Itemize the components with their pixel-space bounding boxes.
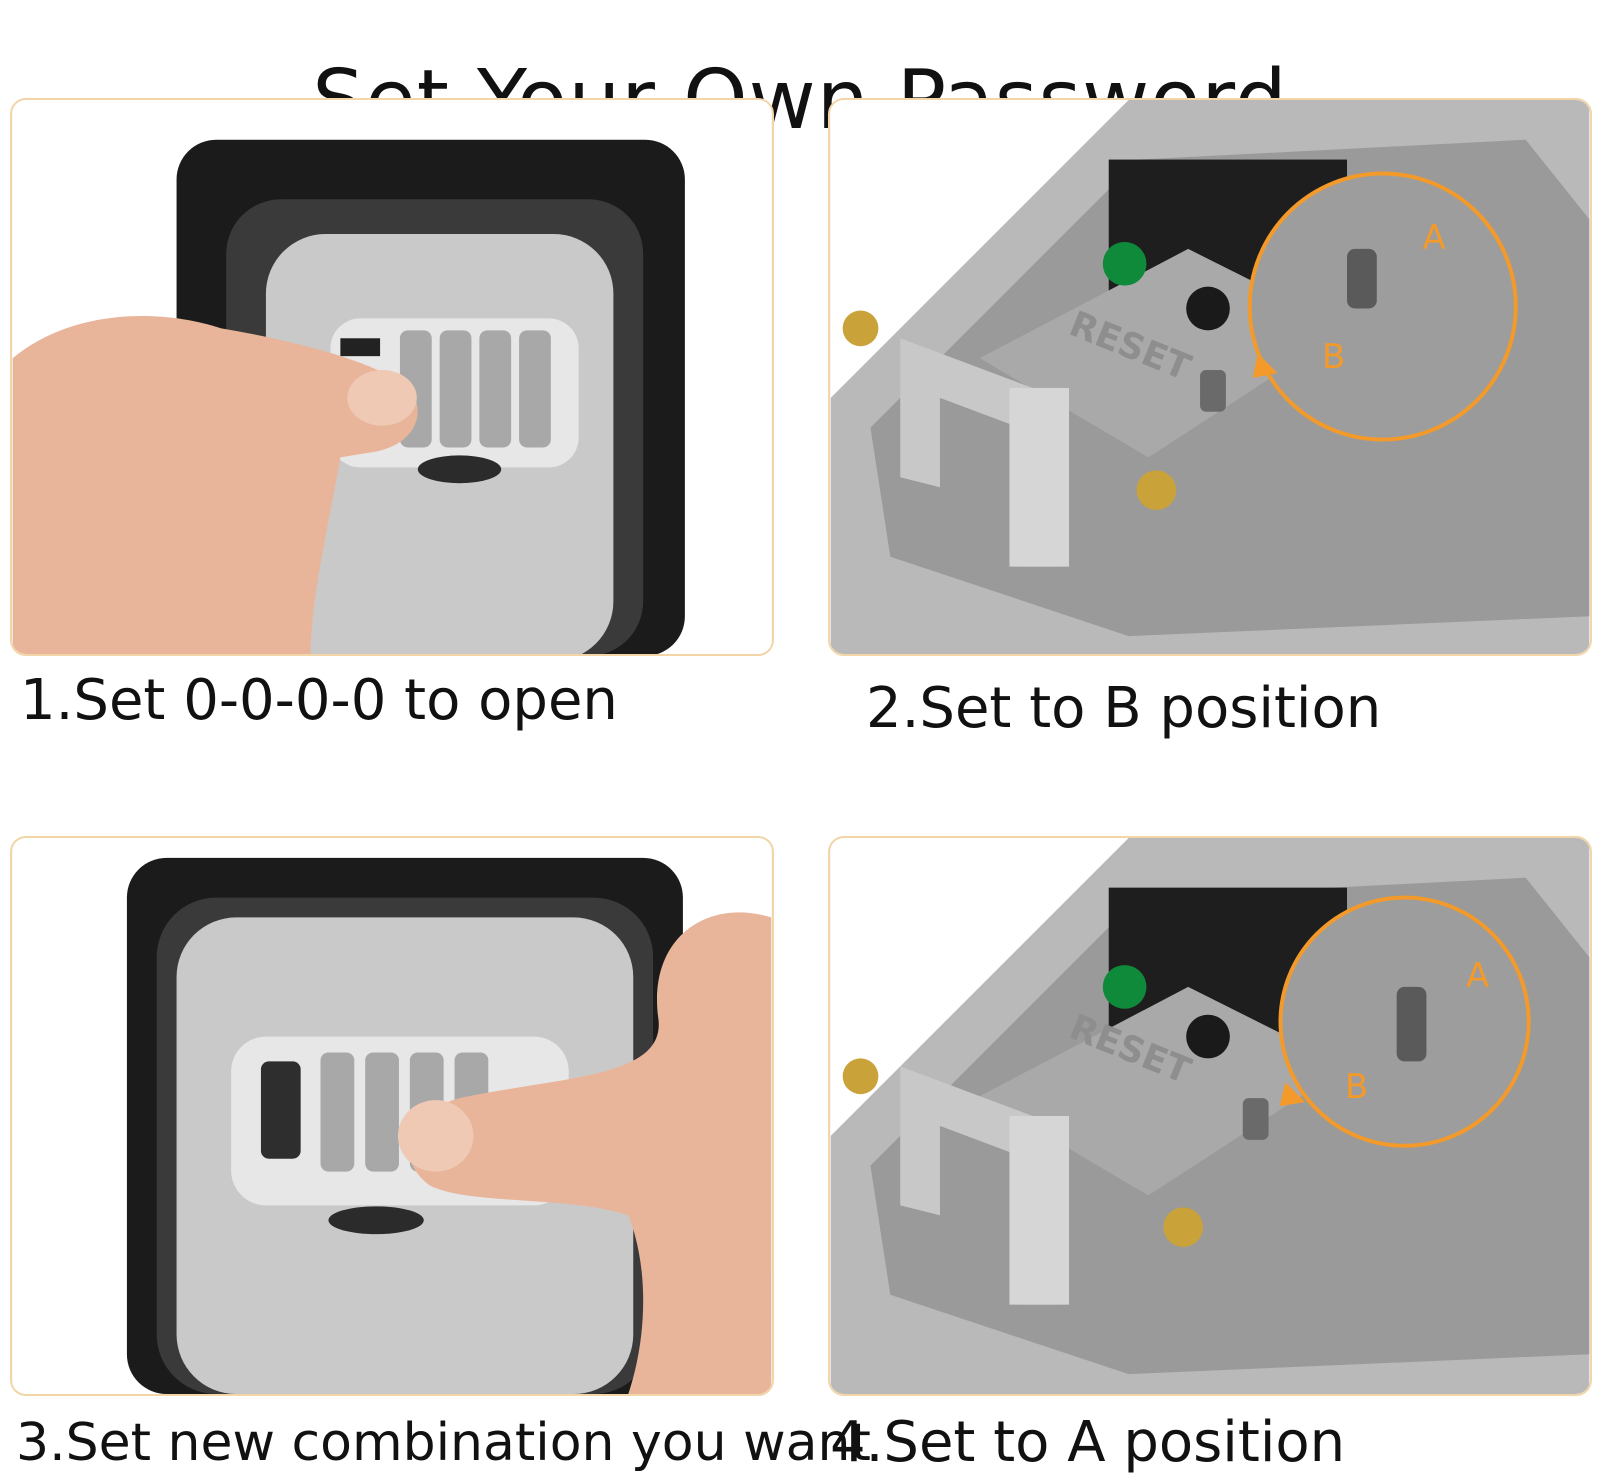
zoom-highlight-circle: A B — [1278, 895, 1531, 1148]
position-b-marker: B — [1322, 337, 1345, 376]
reset-switch — [1242, 1098, 1269, 1140]
hand — [12, 315, 418, 654]
position-a-marker: A — [1422, 218, 1445, 257]
reset-mechanism-illustration: RESET A B — [830, 100, 1590, 654]
shackle-latch — [900, 338, 1070, 567]
position-a-marker: A — [1466, 956, 1489, 995]
reset-mechanism-illustration: RESET A B — [830, 838, 1590, 1394]
step-4-caption: 4.Set to A position — [830, 1410, 1346, 1475]
lockbox-set-combination-illustration — [12, 838, 772, 1394]
step-2-caption: 2.Set to B position — [866, 676, 1382, 741]
pointer-arrow-icon — [1279, 1082, 1306, 1107]
step-1-caption: 1.Set 0-0-0-0 to open — [20, 668, 618, 733]
step-4-image: RESET A B — [828, 836, 1592, 1396]
reset-switch — [1200, 370, 1226, 412]
position-b-marker: B — [1345, 1067, 1368, 1106]
step-3-image — [10, 836, 774, 1396]
step-1-image — [10, 98, 774, 656]
step-2-image: RESET A B — [828, 98, 1592, 656]
hand — [409, 912, 772, 1394]
step-3-caption: 3.Set new combination you want — [16, 1413, 871, 1473]
zoom-highlight-circle: A B — [1247, 171, 1518, 442]
lockbox-dials-illustration — [12, 100, 772, 654]
open-slider — [260, 1061, 301, 1159]
pointer-arrow-icon — [1252, 353, 1278, 378]
